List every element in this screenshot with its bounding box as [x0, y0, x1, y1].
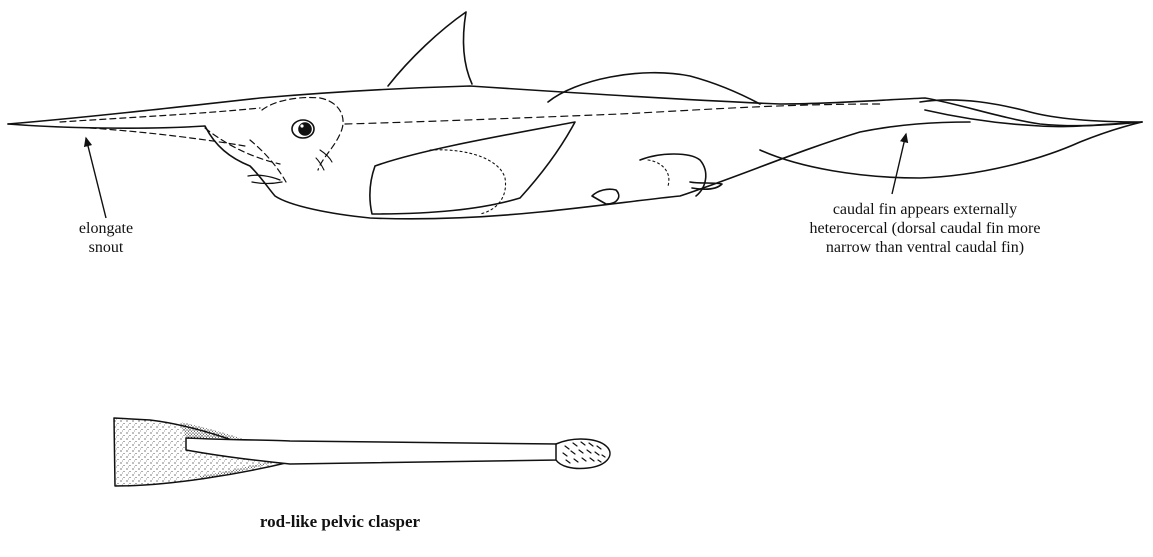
snout-label-line-1: elongate [46, 219, 166, 238]
gill-marks [316, 150, 332, 170]
body-lateral-line [345, 104, 880, 124]
pelvic-fin-base [648, 160, 669, 186]
pectoral-fin [370, 122, 575, 214]
pupil [299, 123, 311, 135]
caudal-label-line-3: narrow than ventral caudal fin) [740, 238, 1110, 257]
clasper-caption: rod-like pelvic clasper [210, 512, 470, 531]
snout-label: elongate snout [46, 219, 166, 257]
head-canal-upper [90, 128, 245, 146]
caudal-fin-label: caudal fin appears externally heterocerc… [740, 200, 1110, 257]
ventral-caudal-lobe [760, 122, 1142, 178]
second-dorsal-fin [548, 73, 760, 104]
snout-label-line-2: snout [46, 238, 166, 257]
first-dorsal-fin [388, 12, 472, 86]
pelvic-clasper-small [592, 189, 619, 204]
snout-arrow [86, 138, 106, 218]
caudal-label-line-2: heterocercal (dorsal caudal fin more [740, 219, 1110, 238]
caudal-arrow [892, 134, 906, 194]
caudal-label-line-1: caudal fin appears externally [740, 200, 1110, 219]
anal-clasper-tip [690, 182, 722, 189]
fish-illustration [8, 12, 1142, 219]
clasper-illustration [114, 418, 610, 486]
snout-lateral-line [60, 108, 260, 122]
